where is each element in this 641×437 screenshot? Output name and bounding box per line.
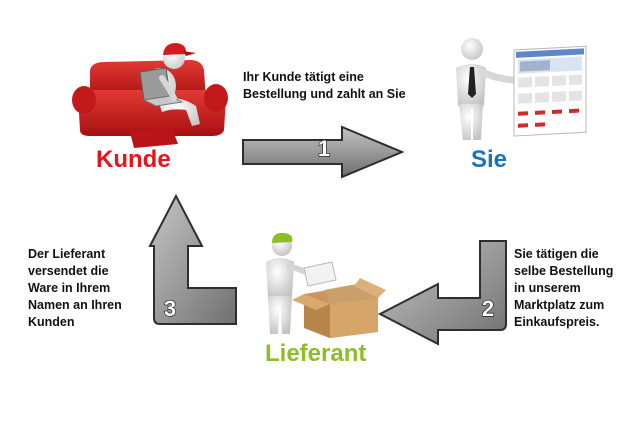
sie-label: Sie: [471, 146, 508, 173]
step-3-line: Namen an Ihren: [28, 298, 122, 312]
arrow-step-2: [377, 240, 507, 346]
step-3-description: Der Lieferant versendet die Ware in Ihre…: [28, 246, 122, 331]
step-2-line: in unserem: [514, 281, 581, 295]
step-3-number: 3: [163, 295, 177, 321]
step-1-line: Ihr Kunde tätigt eine: [243, 70, 364, 84]
step-3-line: Kunden: [28, 315, 75, 329]
arrow-step-3: [148, 193, 237, 325]
step-1-description: Ihr Kunde tätigt eine Bestellung und zah…: [243, 69, 406, 103]
person-on-red-sofa-with-laptop-icon: [72, 43, 228, 148]
person-presenting-webshop-icon: [456, 38, 587, 140]
step-1-line: Bestellung und zahlt an Sie: [243, 87, 406, 101]
step-3-line: Ware in Ihrem: [28, 281, 111, 295]
step-2-line: Sie tätigen die: [514, 247, 599, 261]
step-3-line: Der Lieferant: [28, 247, 106, 261]
step-2-line: Marktplatz zum: [514, 298, 605, 312]
step-3-line: versendet die: [28, 264, 109, 278]
step-2-number: 2: [481, 295, 495, 321]
lieferant-label: Lieferant: [265, 340, 367, 367]
kunde-label: Kunde: [96, 146, 171, 173]
step-2-line: Einkaufspreis.: [514, 315, 600, 329]
arrow-step-1: [242, 125, 405, 179]
person-packing-box-icon: [266, 232, 386, 338]
step-2-description: Sie tätigen die selbe Bestellung in unse…: [514, 246, 613, 331]
step-1-number: 1: [317, 135, 331, 161]
step-2-line: selbe Bestellung: [514, 264, 614, 278]
